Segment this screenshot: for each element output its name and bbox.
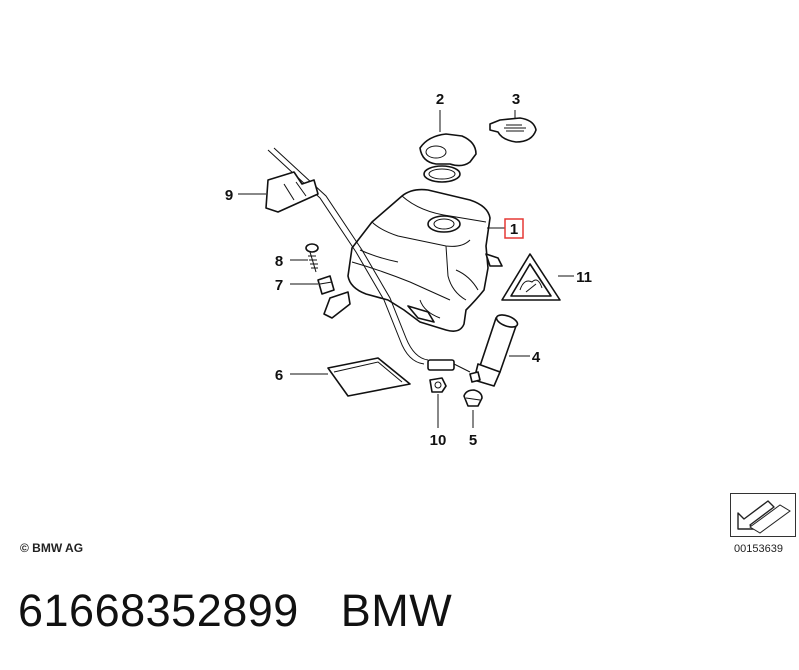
hose-bracket[interactable]: [265, 171, 319, 213]
callout-1-highlight-box: [504, 218, 524, 239]
callout-4[interactable]: 4: [532, 349, 541, 366]
callout-10[interactable]: 10: [430, 432, 447, 449]
callout-2[interactable]: 2: [436, 91, 444, 108]
callout-1[interactable]: 1: [510, 221, 518, 238]
leader-lines: [238, 110, 574, 428]
grommet[interactable]: [463, 389, 483, 407]
clip-nut[interactable]: [317, 275, 335, 295]
warning-label[interactable]: [501, 253, 561, 301]
parts-diagram: 1 2 3 4 5 6 7 8 9 10 11: [225, 91, 592, 449]
view-direction-icon: [730, 493, 796, 537]
callout-9[interactable]: 9: [225, 187, 233, 204]
callout-3[interactable]: 3: [512, 91, 520, 108]
hex-nut[interactable]: [429, 377, 447, 393]
washer-pump[interactable]: [469, 313, 519, 387]
filler-cap[interactable]: [489, 117, 537, 143]
washer-reservoir[interactable]: [323, 188, 503, 332]
screw[interactable]: [305, 243, 319, 273]
callout-11[interactable]: 11: [576, 269, 592, 286]
filler-seal[interactable]: [419, 133, 477, 183]
part-number: 61668352899: [18, 585, 299, 636]
foam-pad[interactable]: [327, 357, 411, 397]
brand-name: BMW: [340, 585, 453, 636]
diagram-reference-number: 00153639: [734, 543, 783, 555]
callout-7[interactable]: 7: [275, 277, 283, 294]
callout-8[interactable]: 8: [275, 253, 283, 270]
callout-6[interactable]: 6: [275, 367, 283, 384]
copyright-notice: © BMW AG: [20, 541, 84, 555]
callout-5[interactable]: 5: [469, 432, 477, 449]
part-number-caption: 61668352899 BMW: [18, 585, 452, 637]
